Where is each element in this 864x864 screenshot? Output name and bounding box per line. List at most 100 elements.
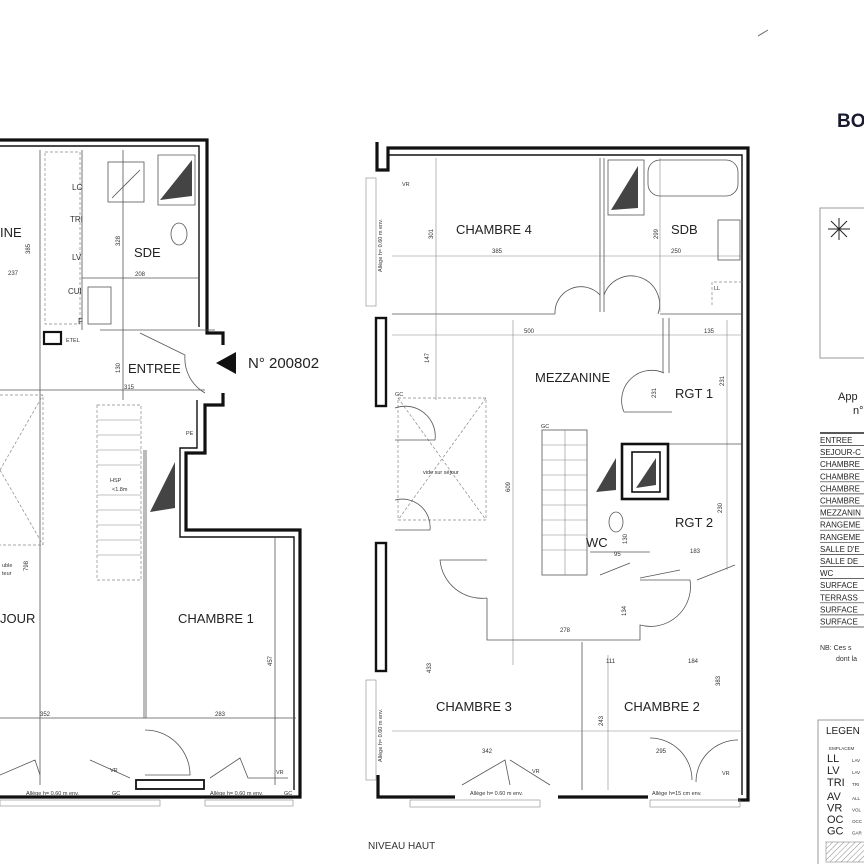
- dim: 237: [8, 271, 19, 277]
- dim: 433: [427, 662, 433, 673]
- note-line1: NB: Ces s: [820, 645, 852, 652]
- dim: 342: [482, 749, 493, 755]
- dim: 352: [40, 712, 51, 718]
- dim: 243: [599, 715, 605, 726]
- dim: 299: [654, 228, 660, 239]
- panel-heading: BO: [837, 111, 864, 132]
- window-allege-label: Allège h= 0.60 m env.: [210, 791, 263, 797]
- dim: 230: [718, 502, 724, 513]
- gc-label: GC: [112, 791, 120, 797]
- surface-table-row-label: CHAMBRE: [820, 472, 860, 481]
- surface-table-row-label: RANGEME: [820, 533, 860, 542]
- legend-desc: VOL: [852, 808, 862, 813]
- surface-table-row-label: CHAMBRE: [820, 460, 860, 469]
- apt-number-label: n°: [853, 405, 864, 417]
- dim: 147: [425, 352, 431, 363]
- legend-desc: LAV: [852, 770, 860, 775]
- room-label-chambre2: CHAMBRE 2: [624, 699, 700, 714]
- etel-cabinet: [42, 330, 63, 346]
- window-allege-label: Allège h=15 cm env.: [652, 791, 702, 797]
- hatched-swatch: [825, 841, 864, 863]
- apt-label: App: [838, 391, 858, 403]
- gc-label: GC: [541, 424, 549, 430]
- surface-table-row-label: SALLE DE: [820, 557, 858, 566]
- legend-desc: ALL: [852, 796, 861, 801]
- legend-code: LV: [827, 765, 840, 777]
- dim: 798: [24, 560, 30, 571]
- surface-table-row-label: SURFACE: [820, 605, 858, 614]
- fixture-etel: ETEL: [66, 338, 80, 344]
- fixture-lc: LC: [72, 183, 82, 192]
- dim: 130: [623, 533, 629, 544]
- legend-title: LEGEN: [826, 726, 860, 737]
- dim: 383: [716, 675, 722, 686]
- side-panel: BO App n° ENTREESEJOUR-CCHAMBRECHAMBRECH…: [817, 111, 864, 864]
- dim: 111: [606, 659, 616, 665]
- vr-label: VR: [276, 770, 284, 776]
- dim: 231: [720, 375, 726, 386]
- plan-right: CHAMBRE 4 SDB MEZZANINE RGT 1 RGT 2 WC C…: [365, 142, 750, 852]
- dim: 301: [429, 228, 435, 239]
- dim: 315: [124, 385, 135, 391]
- apartment-number: N° 200802: [248, 355, 319, 372]
- pen-mark: [757, 29, 769, 37]
- dim: 231: [652, 387, 658, 398]
- level-title: NIVEAU HAUT: [368, 841, 435, 852]
- window-allege-label: Allège h= 0.60 m env.: [26, 791, 79, 797]
- room-label-mezzanine: MEZZANINE: [535, 370, 610, 385]
- hsp-value: <1.8m: [112, 487, 128, 493]
- surface-table-row-label: SURFACE: [820, 618, 858, 627]
- window-allege-label: Allège h= 0.60 m env.: [378, 219, 384, 272]
- dim: 184: [688, 659, 699, 665]
- fixture-tri: TRI: [70, 215, 83, 224]
- fixture-f: F: [78, 317, 83, 326]
- fixture-ll: LL: [714, 286, 720, 292]
- legend-desc: GAR: [852, 831, 863, 836]
- surface-table-row-label: SALLE D'E: [820, 545, 860, 554]
- compass-rose-icon: [828, 218, 850, 240]
- legend-desc: OCC: [852, 819, 863, 824]
- plan-left: INE SDE ENTREE JOUR CHAMBRE 1 N° 200802 …: [0, 138, 319, 807]
- room-label-sde: SDE: [134, 245, 161, 260]
- window-allege-label: Allège h= 0.60 m env.: [470, 791, 523, 797]
- surface-table-row-label: TERRASS: [820, 593, 858, 602]
- vr-label: VR: [402, 182, 410, 188]
- room-label-rgt2: RGT 2: [675, 515, 713, 530]
- dim: 278: [560, 628, 571, 634]
- surface-table-row-label: SURFACE: [820, 581, 858, 590]
- legend-desc: TRI: [852, 782, 859, 787]
- room-label-cuisine: INE: [0, 225, 22, 240]
- legend-subtitle: EMPLACEM: [829, 746, 855, 751]
- room-label-chambre1: CHAMBRE 1: [178, 611, 254, 626]
- dim: 135: [704, 329, 715, 335]
- legend-code: AV: [827, 791, 842, 803]
- room-label-rgt1: RGT 1: [675, 386, 713, 401]
- dim: 385: [26, 243, 32, 254]
- dim: 385: [492, 249, 503, 255]
- legend-code: OC: [827, 814, 844, 826]
- room-label-entree: ENTREE: [128, 361, 181, 376]
- dim: 130: [116, 362, 122, 373]
- fixture-lv: LV: [72, 253, 82, 262]
- legend-code: LL: [827, 753, 839, 765]
- note-line1: uble: [2, 563, 12, 569]
- room-label-wc: WC: [586, 535, 608, 550]
- vr-label: VR: [722, 771, 730, 777]
- dim: 328: [116, 235, 122, 246]
- vr-label: VR: [110, 768, 118, 774]
- vide-sur-sejour-label: vide sur séjour: [423, 470, 459, 476]
- entrance-arrow-icon: [216, 352, 236, 374]
- hsp-label: HSP: [110, 478, 122, 484]
- dim: 208: [135, 272, 146, 278]
- gc-label: GC: [395, 392, 403, 398]
- vr-label: VR: [532, 769, 540, 775]
- fixture-cui: CUI: [68, 287, 82, 296]
- dim: 283: [215, 712, 226, 718]
- surface-table-row-label: WC: [820, 569, 834, 578]
- surface-table-row-label: RANGEME: [820, 521, 860, 530]
- surface-table: ENTREESEJOUR-CCHAMBRECHAMBRECHAMBRECHAMB…: [820, 436, 864, 628]
- dim: 183: [690, 549, 701, 555]
- room-label-chambre3: CHAMBRE 3: [436, 699, 512, 714]
